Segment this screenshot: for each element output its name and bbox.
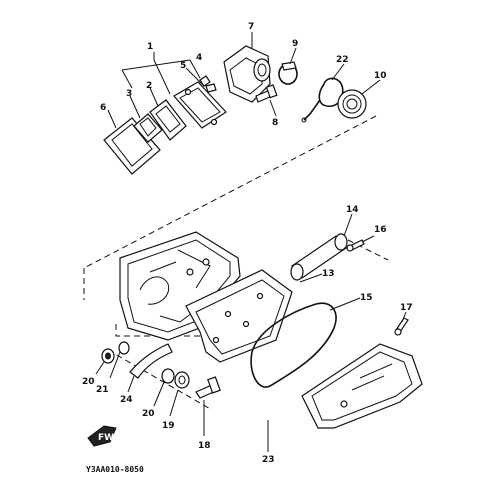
upper-leader-lines — [107, 32, 381, 129]
label-23: 23 — [262, 455, 275, 465]
label-7: 7 — [248, 22, 254, 32]
part-number-labels: 1 2 3 4 5 6 7 8 9 22 10 14 16 13 15 17 2… — [82, 22, 413, 465]
washer-20-lower — [161, 368, 175, 384]
label-8: 8 — [272, 118, 278, 128]
label-1: 1 — [147, 42, 153, 52]
label-6: 6 — [100, 103, 106, 113]
label-9: 9 — [292, 39, 298, 49]
label-15: 15 — [360, 293, 373, 303]
grommet-21 — [118, 341, 130, 355]
collar-19 — [174, 371, 190, 389]
gasket-6 — [103, 117, 161, 175]
label-20-lower: 20 — [142, 409, 155, 419]
reed-plate-3 — [133, 113, 163, 143]
label-16: 16 — [374, 225, 387, 235]
label-10: 10 — [374, 71, 387, 81]
diagram-code: Y3AA010-8050 — [86, 465, 144, 474]
assembly-dashed-lines — [83, 115, 389, 411]
label-18: 18 — [198, 441, 211, 451]
lower-leader-lines — [95, 213, 407, 452]
screw-4 — [205, 83, 217, 93]
reed-2 — [149, 99, 187, 141]
joint-10 — [337, 89, 367, 119]
label-14: 14 — [346, 205, 359, 215]
label-19: 19 — [162, 421, 175, 431]
screw-5 — [199, 75, 211, 87]
front-arrow-icon: FWD — [87, 425, 122, 447]
label-20-upper: 20 — [82, 377, 95, 387]
label-17: 17 — [400, 303, 413, 313]
filter-element-13 — [185, 269, 293, 363]
label-13: 13 — [322, 269, 335, 279]
label-24: 24 — [120, 395, 133, 405]
label-2: 2 — [146, 81, 152, 91]
hose-24 — [129, 343, 173, 379]
label-5: 5 — [180, 61, 186, 71]
label-3: 3 — [126, 89, 132, 99]
label-21: 21 — [96, 385, 109, 395]
air-cleaner-case-group: FWD — [87, 231, 423, 447]
gasket-15 — [250, 302, 337, 388]
svg-text:FWD: FWD — [98, 433, 122, 443]
label-22: 22 — [336, 55, 349, 65]
reed-valve-group — [103, 45, 367, 175]
label-4: 4 — [196, 53, 202, 63]
